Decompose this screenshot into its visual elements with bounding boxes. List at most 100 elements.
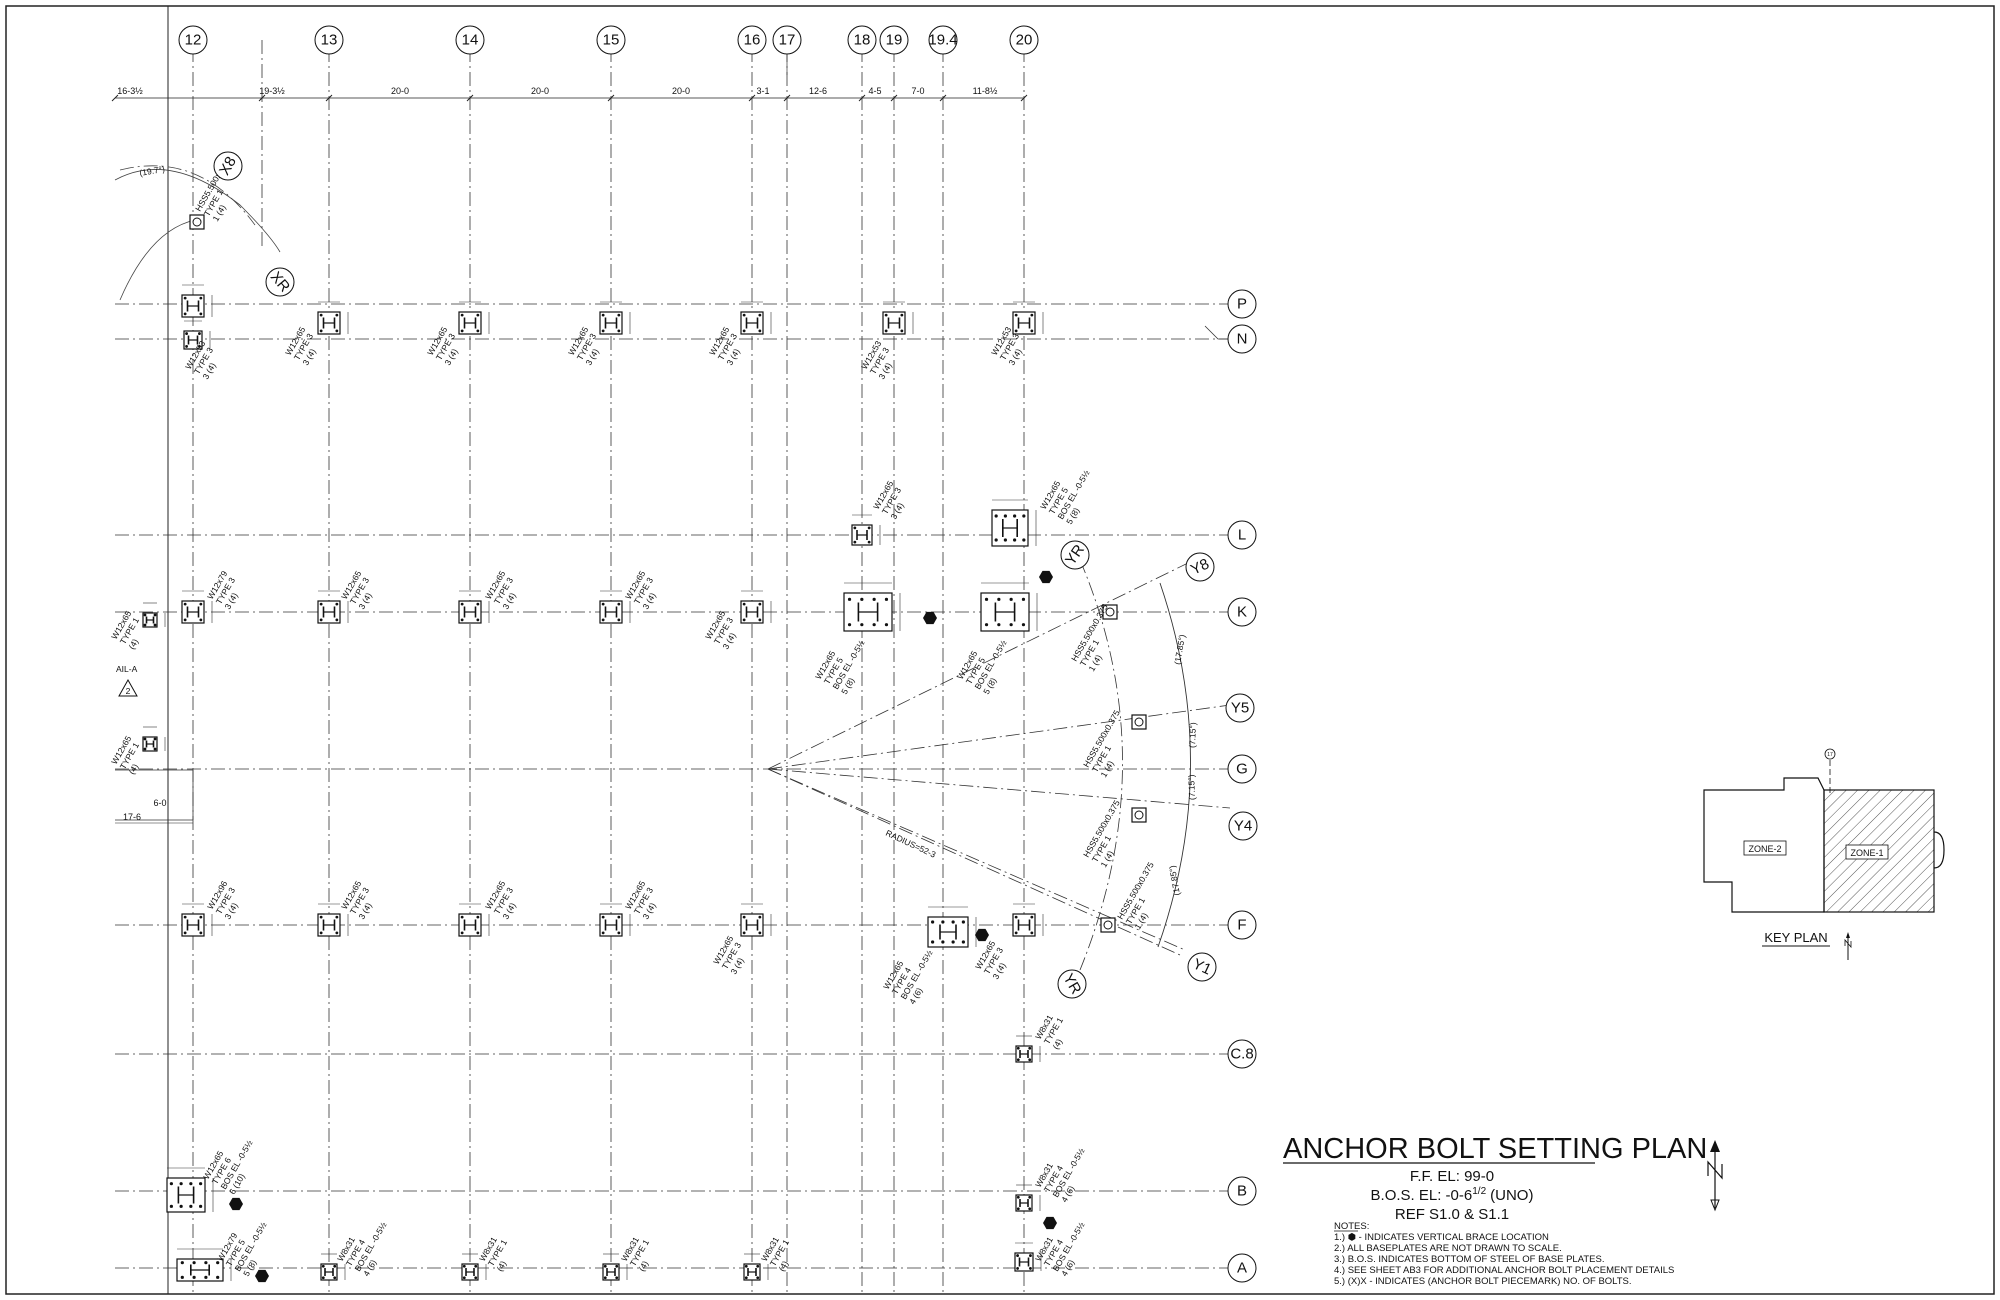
anchor-bolt [1003, 514, 1007, 518]
anchor-bolt [951, 920, 955, 924]
baseplate [1012, 301, 1044, 335]
column-label: 15 [603, 32, 620, 49]
column-callout: W8x31TYPE 1(4) [1033, 1010, 1074, 1051]
dimension-value: 20-0 [531, 86, 549, 96]
baseplate-outline [189, 214, 205, 230]
anchor-bolt [847, 597, 852, 601]
anchor-bolt [601, 931, 605, 935]
radial-bubble: X8 [213, 151, 243, 181]
anchor-bolt [997, 623, 1001, 627]
column-callout: W12x65TYPE 1(4) [109, 609, 151, 651]
anchor-bolt [169, 1204, 173, 1208]
baseplate [740, 903, 772, 937]
row-label: B [1237, 1183, 1247, 1200]
anchor-bolt [1016, 1267, 1019, 1270]
anchor-bolt [756, 1264, 760, 1268]
bubble-circle [879, 25, 909, 55]
anchor-bolt [1021, 623, 1026, 627]
column-label: 18 [854, 32, 871, 49]
column-callout: W12x65TYPE 33 (4) [871, 479, 913, 521]
bubble-circle [1227, 520, 1257, 550]
dimension-value: 16-3½ [117, 86, 143, 96]
column-bubble: 19 [879, 25, 909, 55]
anchor-bolt [183, 312, 187, 316]
baseplate [740, 301, 772, 335]
anchor-bolt [601, 618, 605, 622]
anchor-bolt [615, 1264, 619, 1268]
anchor-bolt [742, 915, 746, 919]
anchor-bolt [1013, 514, 1017, 518]
anchor-bolt [756, 1276, 760, 1280]
anchor-bolt [867, 540, 871, 544]
anchor-bolt [335, 618, 339, 622]
column-callout: W8x31TYPE 1(4) [477, 1232, 518, 1273]
anchor-bolt [1028, 1195, 1032, 1199]
anchor-bolt [1030, 931, 1034, 935]
callout-line: (4) [126, 762, 140, 776]
anchor-bolt [192, 1275, 196, 1279]
anchor-bolt [199, 618, 203, 622]
dimension-value: 19-3½ [259, 86, 285, 96]
column-bubble: 20 [1009, 25, 1039, 55]
anchor-bolt [617, 313, 621, 317]
anchor-bolt [192, 1261, 196, 1265]
anchor-bolt [1014, 915, 1018, 919]
anchor-bolt [153, 623, 157, 627]
bubble-circle [314, 25, 344, 55]
anchor-bolt [758, 618, 762, 622]
row-label: L [1238, 527, 1246, 544]
column-callout: W12x53TYPE 33 (4) [859, 339, 901, 381]
row-bubble: A [1227, 1253, 1257, 1283]
anchor-bolt [742, 931, 746, 935]
anchor-bolt [460, 602, 464, 606]
anchor-bolt [601, 915, 605, 919]
anchor-bolt [199, 296, 203, 300]
anchor-bolt [153, 737, 157, 741]
bubble-circle [596, 25, 626, 55]
column-label: 20 [1016, 32, 1033, 49]
column-callout: W12x65TYPE 33 (4) [339, 879, 381, 921]
dimension-value: 3-1 [756, 86, 769, 96]
bubble-circle [178, 25, 208, 55]
anchor-bolt [615, 1276, 619, 1280]
radial-bubble: YR [1057, 969, 1087, 999]
bubble-circle [455, 25, 485, 55]
radial-bubble: Y5 [1225, 693, 1255, 723]
baseplate-outline [1102, 604, 1118, 620]
anchor-bolt [476, 313, 480, 317]
vertical-brace-icon [1043, 1216, 1057, 1230]
row-bubble: B [1227, 1176, 1257, 1206]
radial-gridline [767, 704, 1231, 770]
bubble-circle [1227, 1039, 1257, 1069]
column-callout: W12x65TYPE 6BOS EL -0-5½6 (10) [201, 1128, 263, 1196]
baseplate [458, 903, 490, 937]
north-arrow-icon [1707, 1140, 1723, 1212]
key-plan-marker [1824, 748, 1836, 760]
column-callout: W12x65TYPE 33 (4) [623, 569, 665, 611]
anchor-bolt [185, 332, 188, 335]
notes-heading: NOTES: [1334, 1221, 1369, 1232]
dimension-value: 20-0 [672, 86, 690, 96]
anchor-bolt [1016, 1195, 1020, 1199]
anchor-bolt [997, 597, 1001, 601]
anchor-bolt [143, 613, 147, 617]
bubble-circle [1228, 811, 1258, 841]
anchor-bolt [1014, 931, 1018, 935]
column-label: 16 [744, 32, 761, 49]
anchor-bolt [758, 602, 762, 606]
bubble-circle [847, 25, 877, 55]
anchor-bolt [617, 602, 621, 606]
column-label: 12 [185, 32, 202, 49]
anchor-bolt [603, 1264, 607, 1268]
dimension-tick [111, 94, 119, 102]
anchor-bolt [884, 623, 889, 627]
column-callout: W12x65TYPE 33 (4) [283, 325, 325, 367]
anchor-bolt [183, 915, 187, 919]
dimension-value: 4-5 [868, 86, 881, 96]
anchor-bolt [319, 313, 323, 317]
anchor-bolt [617, 931, 621, 935]
anchor-bolt [1022, 514, 1026, 518]
anchor-bolt [183, 931, 187, 935]
bubble-circle [737, 25, 767, 55]
baseplate [181, 903, 213, 937]
